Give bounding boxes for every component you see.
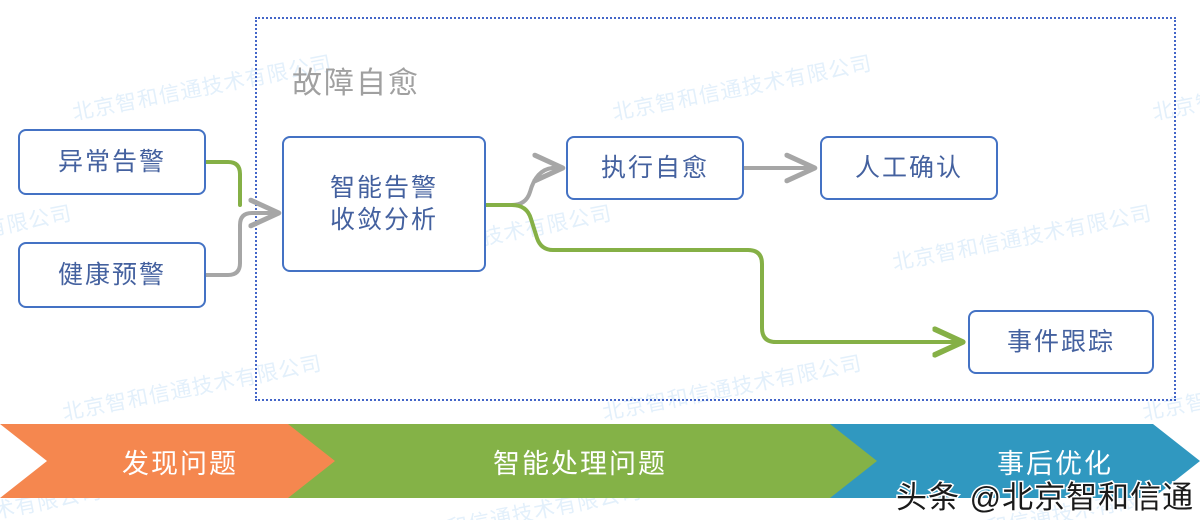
node-label: 健康预警 [57,261,166,289]
chevron-stage-post-optimization[interactable] [830,424,1200,498]
node-smart-alarm-convergence[interactable]: 智能告警 收敛分析 [282,136,486,272]
node-label: 人工确认 [854,154,963,182]
node-manual-confirmation[interactable]: 人工确认 [820,136,998,200]
chevron-stage-smart-processing[interactable] [288,424,887,498]
node-label: 异常告警 [57,148,166,176]
chevron-label-post-optimization: 事后优化 [997,448,1113,479]
chevron-stage-find-problem[interactable] [0,424,345,498]
node-label: 事件跟踪 [1006,328,1115,356]
chevron-label-smart-processing: 智能处理问题 [493,448,667,479]
stage-banner [0,424,1200,498]
node-health-warning[interactable]: 健康预警 [18,242,206,308]
chevron-label-find-problem: 发现问题 [122,448,238,479]
foreground-watermark: 头条 @北京智和信通 [894,479,1195,517]
node-abnormal-alarm[interactable]: 异常告警 [18,129,206,195]
group-title: 故障自愈 [292,67,420,100]
node-event-tracking[interactable]: 事件跟踪 [968,310,1154,374]
node-label-line1: 智能告警 [329,174,438,202]
node-label: 执行自愈 [600,154,709,182]
node-label-line2: 收敛分析 [329,206,438,234]
node-execute-self-healing[interactable]: 执行自愈 [566,136,744,200]
